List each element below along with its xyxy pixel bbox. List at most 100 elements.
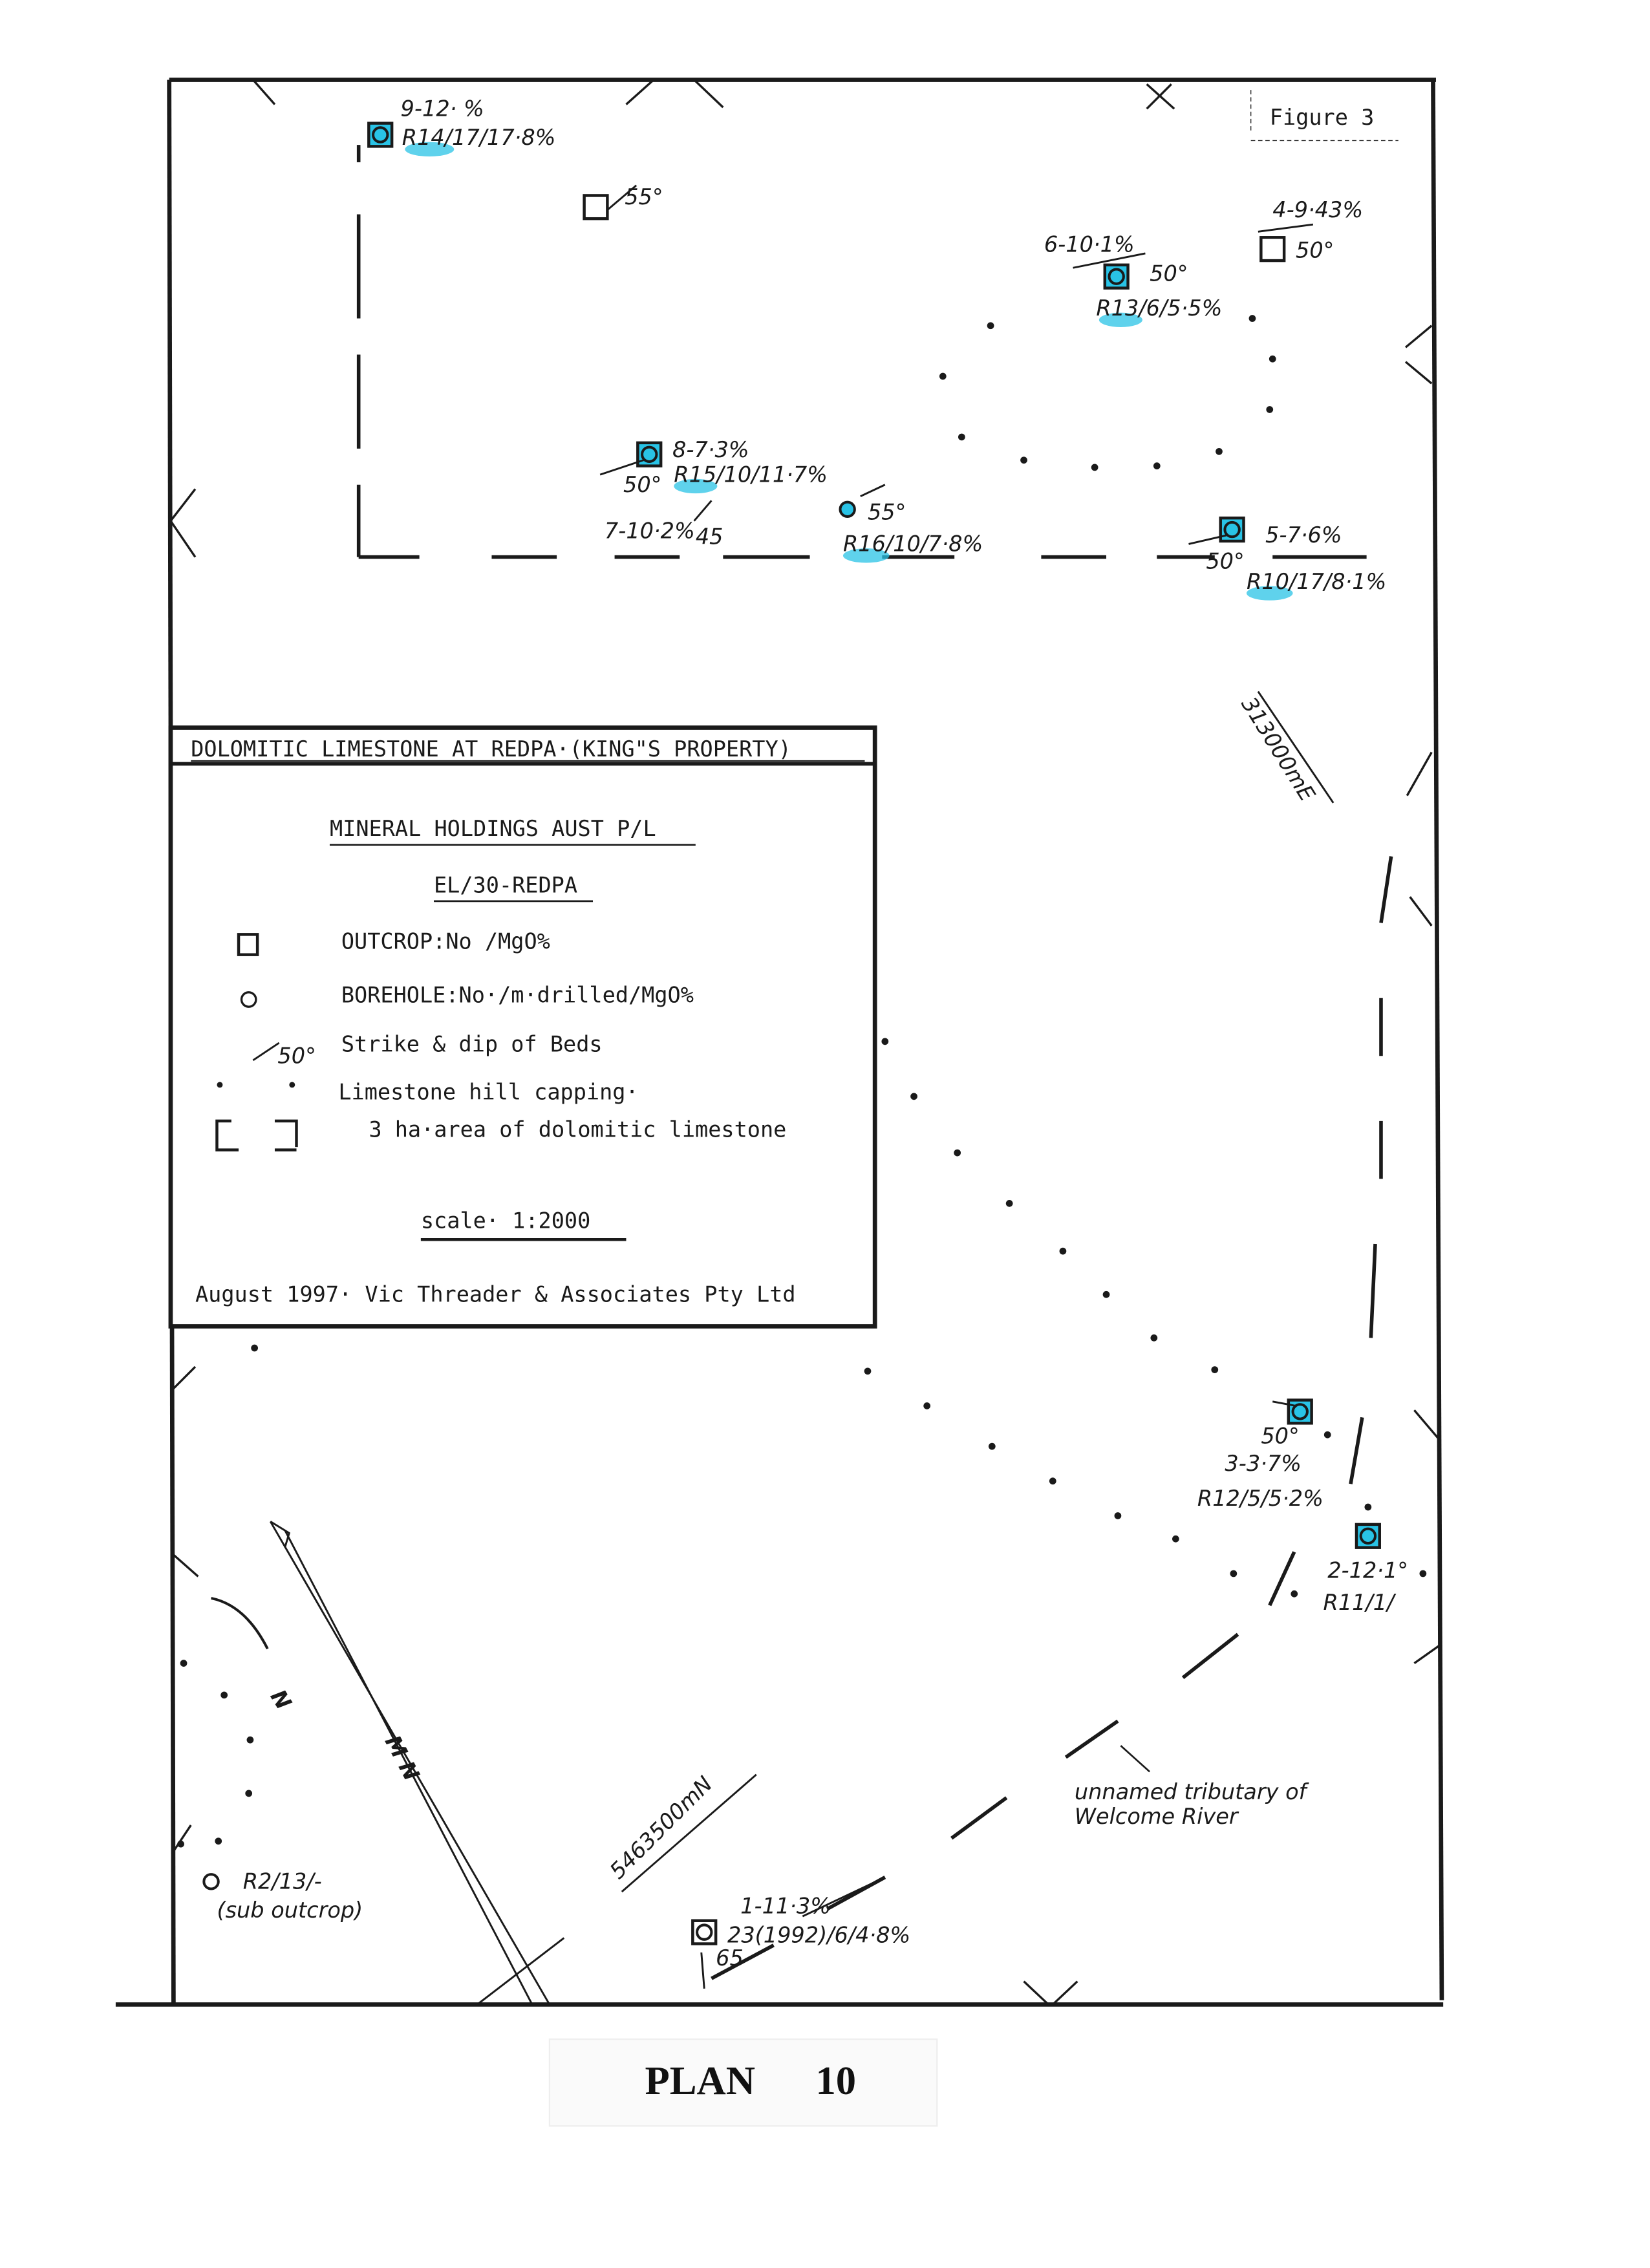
capping-dot bbox=[1230, 1570, 1238, 1578]
svg-text:313000mE: 313000mE bbox=[1236, 692, 1320, 806]
capping-dot bbox=[1020, 456, 1027, 464]
capping-dot bbox=[245, 1790, 253, 1797]
highlight-mark bbox=[842, 548, 890, 563]
legend-credit: August 1997· Vic Threader & Associates P… bbox=[195, 1281, 796, 1307]
legend-licence: EL/30-REDPA bbox=[434, 872, 577, 897]
capping-dot bbox=[1153, 462, 1161, 470]
northing-label: 5463500mN bbox=[605, 1771, 757, 1893]
outcrop-borehole-icon bbox=[1287, 1398, 1313, 1425]
highlight-mark bbox=[405, 142, 455, 157]
capping-dot bbox=[1005, 1199, 1013, 1207]
r11-label: R11/1/ bbox=[1323, 1590, 1397, 1615]
capping-dot bbox=[1211, 1366, 1219, 1373]
capping-dot bbox=[1102, 1290, 1110, 1298]
hill-capping-dots-icon bbox=[217, 1082, 295, 1088]
strike-dip-icon: 50° bbox=[252, 1042, 316, 1068]
capping-dot bbox=[246, 1736, 254, 1744]
legend-item-area: 3 ha·area of dolomitic limestone bbox=[369, 1117, 786, 1142]
capping-dot bbox=[939, 372, 947, 380]
highlight-mark bbox=[1098, 312, 1142, 327]
legend-item-capping: Limestone hill capping· bbox=[338, 1079, 638, 1104]
r14-label-top: 9-12· % bbox=[401, 96, 484, 121]
hill-capping-dots bbox=[177, 315, 1427, 1848]
r16-label: R16/10/7·8% bbox=[843, 531, 983, 557]
highlight-mark bbox=[674, 478, 718, 494]
figure-label-box: Figure 3 bbox=[1250, 90, 1398, 142]
outcrop-7-label: 7-10·2% bbox=[605, 519, 695, 544]
true-north-label: N bbox=[266, 1685, 297, 1714]
river-label-line1: unnamed tributary of bbox=[1075, 1779, 1310, 1804]
capping-dot bbox=[1216, 447, 1223, 455]
highlight-mark bbox=[1246, 586, 1293, 601]
r12-label: R12/5/5·2% bbox=[1197, 1486, 1323, 1511]
legend-box: DOLOMITIC LIMESTONE AT REDPA·(KING"S PRO… bbox=[168, 725, 877, 1329]
svg-text:50°: 50° bbox=[277, 1043, 316, 1068]
outcrop-nw-dip: 55° bbox=[625, 184, 663, 209]
capping-dot bbox=[1419, 1570, 1427, 1578]
capping-dot bbox=[1150, 1334, 1158, 1342]
capping-dot bbox=[215, 1837, 222, 1845]
legend-item-outcrop: OUTCROP:No /MgO% bbox=[341, 929, 550, 954]
outcrop-borehole-icon bbox=[1219, 516, 1245, 543]
r15-dip: 50° bbox=[623, 472, 661, 497]
capping-dot bbox=[1364, 1503, 1372, 1511]
outcrop-borehole-icon bbox=[636, 441, 663, 467]
r15-label: R15/10/11·7% bbox=[674, 462, 828, 487]
legend-item-strike-dip: Strike & dip of Beds bbox=[341, 1032, 603, 1057]
capping-dot bbox=[954, 1149, 961, 1157]
r15-label-top: 8-7·3% bbox=[672, 437, 749, 462]
outcrop-4-label: 4-9·43% bbox=[1272, 197, 1363, 222]
r12-dip: 50° bbox=[1261, 1424, 1299, 1449]
svg-text:5463500mN: 5463500mN bbox=[605, 1771, 717, 1884]
capping-dot bbox=[1049, 1477, 1056, 1485]
capping-dot bbox=[1172, 1535, 1179, 1543]
r13-label-top: 6-10·1% bbox=[1044, 232, 1135, 257]
sample-symbols bbox=[202, 122, 1381, 1945]
capping-dot bbox=[910, 1093, 917, 1100]
legend-title: DOLOMITIC LIMESTONE AT REDPA·(KING"S PRO… bbox=[191, 736, 791, 762]
outcrop-square-icon bbox=[1259, 236, 1286, 262]
plan-number: 10 bbox=[815, 2058, 856, 2103]
capping-dot bbox=[923, 1402, 931, 1409]
bh23-label: 23(1992)/6/4·8% bbox=[727, 1922, 910, 1947]
legend-scale: scale· 1:2000 bbox=[421, 1208, 590, 1233]
capping-dot bbox=[1059, 1247, 1067, 1255]
r2-label: R2/13/- bbox=[243, 1869, 322, 1894]
legend-company: MINERAL HOLDINGS AUST P/L bbox=[330, 816, 656, 841]
capping-dot bbox=[881, 1038, 889, 1045]
r11-label-top: 2-12·1° bbox=[1327, 1558, 1408, 1583]
map-labels: 9-12· % R14/17/17·8% 55° 6-10·1% 50° R13… bbox=[217, 96, 1408, 1971]
capping-dot bbox=[1248, 315, 1256, 322]
capping-dot bbox=[864, 1367, 872, 1375]
legend-item-borehole: BOREHOLE:No·/m·drilled/MgO% bbox=[341, 982, 694, 1007]
r12-label-top: 3-3·7% bbox=[1225, 1451, 1302, 1476]
r13-label: R13/6/5·5% bbox=[1096, 295, 1222, 321]
capping-dot bbox=[1323, 1431, 1331, 1439]
tributary-line bbox=[711, 856, 1393, 1980]
capping-dot bbox=[1291, 1590, 1298, 1598]
capping-dot bbox=[180, 1660, 188, 1667]
area-bracket-icon bbox=[215, 1119, 298, 1151]
r10-dip: 50° bbox=[1206, 548, 1244, 573]
r2-label-bottom: (sub outcrop) bbox=[217, 1898, 363, 1923]
north-arrows bbox=[211, 1521, 565, 2006]
outcrop-borehole-icon bbox=[367, 122, 394, 148]
outcrop-square-icon bbox=[583, 194, 609, 220]
outcrop-borehole-icon bbox=[1103, 263, 1130, 290]
capping-dot bbox=[1091, 464, 1098, 471]
capping-dot bbox=[251, 1344, 259, 1352]
bh23-label-top: 1-11·3% bbox=[740, 1894, 831, 1919]
grid-ticks bbox=[169, 79, 1440, 2006]
bh23-dip: 65 bbox=[716, 1945, 744, 1971]
outcrop-borehole-icon bbox=[1355, 1523, 1381, 1549]
plan-label-box: PLAN 10 bbox=[548, 2038, 938, 2127]
outcrop-4-dip: 50° bbox=[1296, 238, 1334, 263]
capping-dot bbox=[1266, 406, 1274, 413]
outcrop-square-icon bbox=[237, 933, 259, 956]
capping-dot bbox=[988, 1442, 996, 1450]
easting-label: 313000mE bbox=[1236, 690, 1334, 806]
figure-label: Figure 3 bbox=[1270, 105, 1375, 130]
capping-dot bbox=[220, 1691, 228, 1699]
r13-dip: 50° bbox=[1150, 261, 1188, 286]
